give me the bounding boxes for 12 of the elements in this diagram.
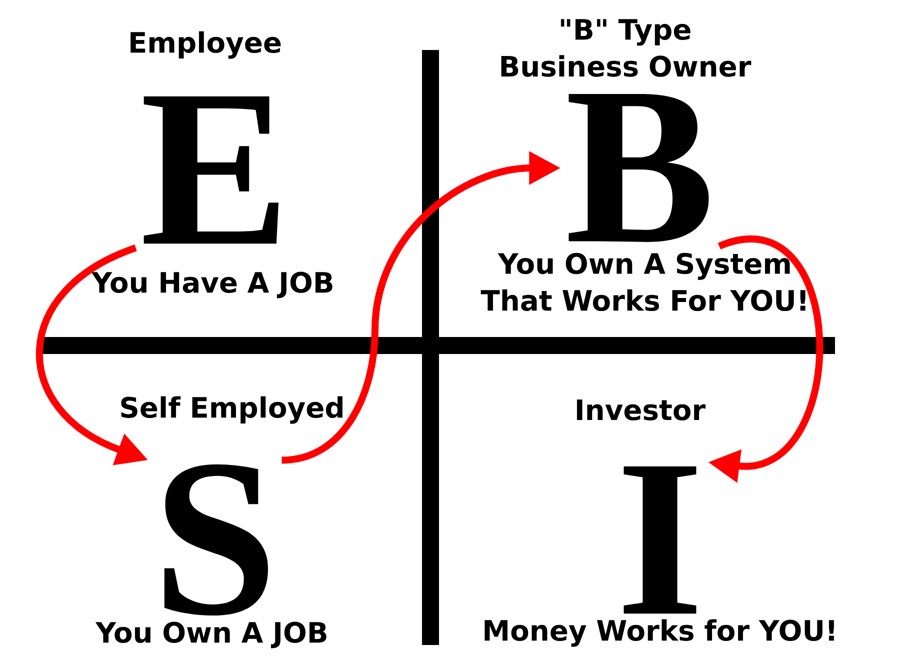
quadrant-caption: You Own A System That Works For YOU! — [480, 252, 806, 312]
quadrant-heading: Employee — [130, 31, 281, 59]
quadrant-letter: B — [568, 94, 709, 242]
quadrant-letter: S — [164, 464, 268, 616]
quadrant-caption: You Have A JOB — [91, 272, 332, 298]
quadrant-caption: Money Works for YOU! — [484, 619, 834, 647]
quadrant-heading: "B" Type Business Owner — [501, 19, 752, 77]
quadrant-letter: E — [144, 96, 278, 244]
quadrant-heading: Investor — [576, 400, 706, 420]
quadrant-caption: You Own A JOB — [95, 622, 326, 648]
quadrant-heading: Self Employed — [121, 396, 342, 424]
quadrant-letter: I — [624, 466, 696, 614]
